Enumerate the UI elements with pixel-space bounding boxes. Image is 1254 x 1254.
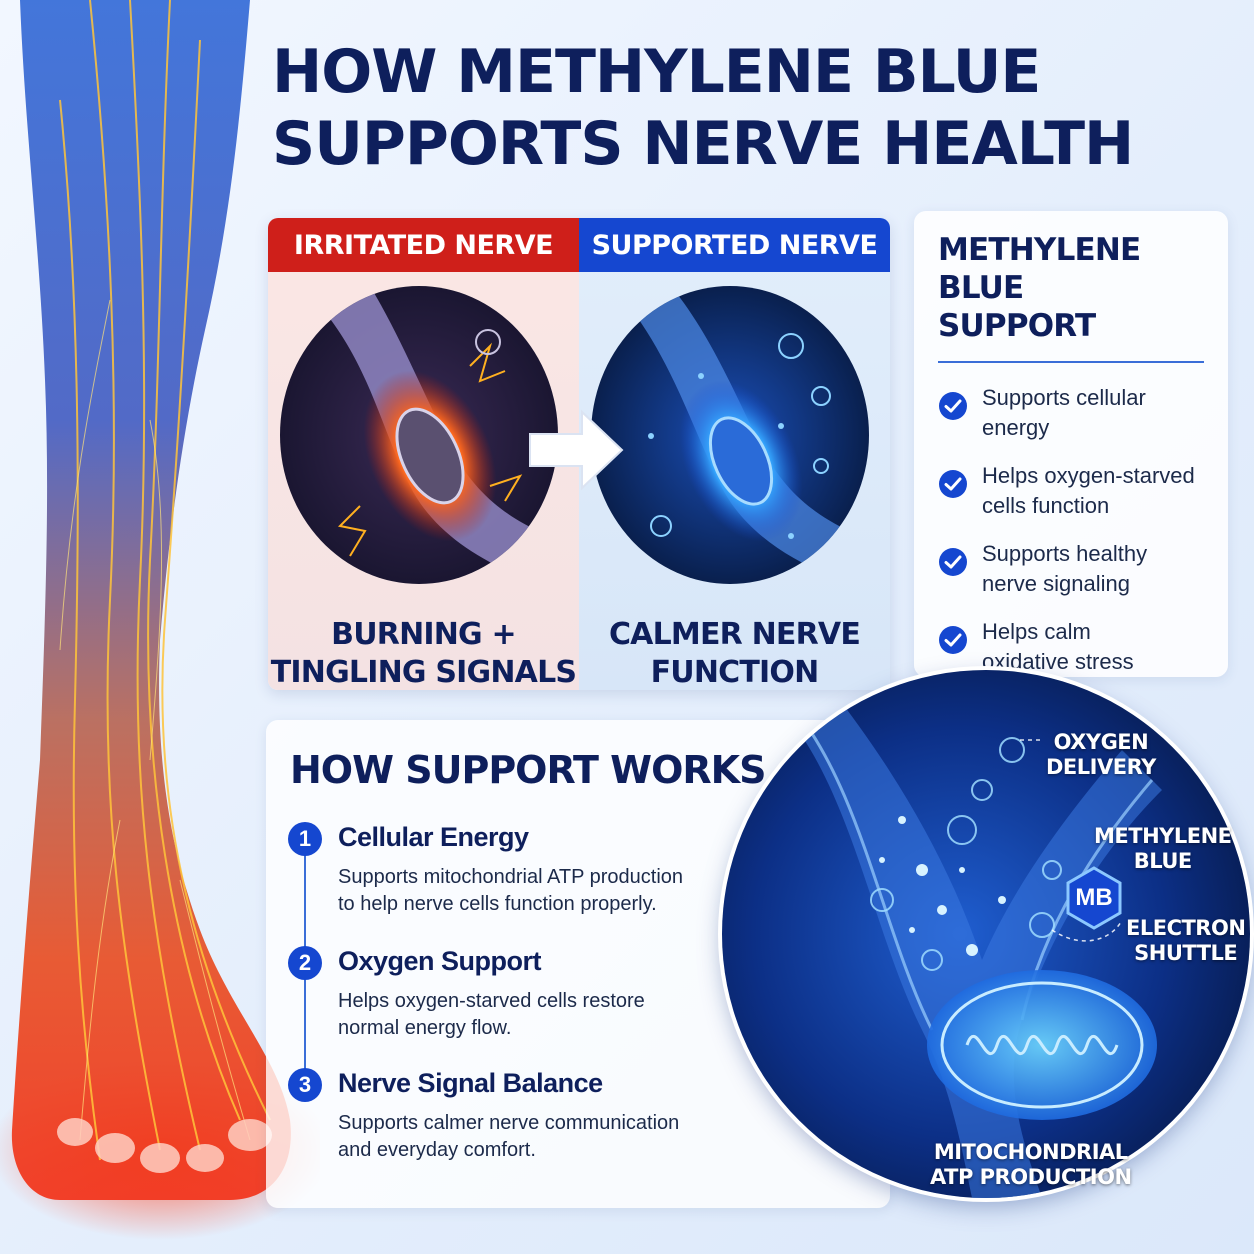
step-title: Nerve Signal Balance (338, 1068, 603, 1098)
methylene-blue-support-panel: METHYLENE BLUE SUPPORT Supports cellular… (914, 211, 1228, 677)
irritated-nerve-panel: IRRITATED NERVE (268, 218, 579, 690)
leg-illustration (0, 0, 320, 1254)
irritated-caption-line-1: BURNING + (331, 617, 517, 652)
support-title-line-1: METHYLENE BLUE (938, 232, 1141, 306)
check-circle-icon (939, 548, 967, 576)
irritated-nerve-image (280, 286, 558, 584)
methylene-blue-label: METHYLENE BLUE (1094, 824, 1232, 873)
check-circle-icon (939, 626, 967, 654)
page-title: HOW METHYLENE BLUE SUPPORTS NERVE HEALTH (272, 36, 1232, 180)
check-circle-icon (939, 470, 967, 498)
supported-nerve-panel: SUPPORTED NERVE (579, 218, 890, 690)
step-title: Oxygen Support (338, 946, 542, 976)
support-divider (938, 361, 1204, 363)
supported-nerve-caption: CALMER NERVE FUNCTION (579, 616, 890, 690)
support-panel-title: METHYLENE BLUE SUPPORT (938, 231, 1204, 345)
mb-badge-text: MB (1075, 884, 1113, 911)
how-support-works-title: HOW SUPPORT WORKS (290, 748, 766, 792)
right-arrow-icon (526, 408, 626, 492)
supported-nerve-image (591, 286, 869, 584)
irritated-caption-line-2: TINGLING SIGNALS (270, 655, 577, 690)
step-number-badge: 2 (288, 946, 322, 980)
supported-nerve-header: SUPPORTED NERVE (579, 218, 890, 272)
oxygen-delivery-label: OXYGEN DELIVERY (1046, 730, 1156, 779)
supported-caption-line-1: CALMER NERVE (608, 617, 861, 652)
title-line-1: HOW METHYLENE BLUE (272, 37, 1041, 107)
step-title: Cellular Energy (338, 822, 529, 852)
mitochondrial-atp-label: MITOCHONDRIAL ATP PRODUCTION (930, 1140, 1132, 1189)
check-circle-icon (939, 392, 967, 420)
title-line-2: SUPPORTS NERVE HEALTH (272, 109, 1134, 179)
irritated-nerve-caption: BURNING + TINGLING SIGNALS (268, 616, 579, 690)
nerve-cell-diagram (722, 670, 1250, 1198)
step-number-badge: 1 (288, 822, 322, 856)
step-number-badge: 3 (288, 1068, 322, 1102)
supported-caption-line-2: FUNCTION (650, 655, 820, 690)
support-title-line-2: SUPPORT (938, 308, 1096, 344)
electron-shuttle-label: ELECTRON SHUTTLE (1126, 916, 1246, 965)
irritated-nerve-header: IRRITATED NERVE (268, 218, 579, 272)
mb-hexagon-icon: MB (1062, 866, 1126, 930)
